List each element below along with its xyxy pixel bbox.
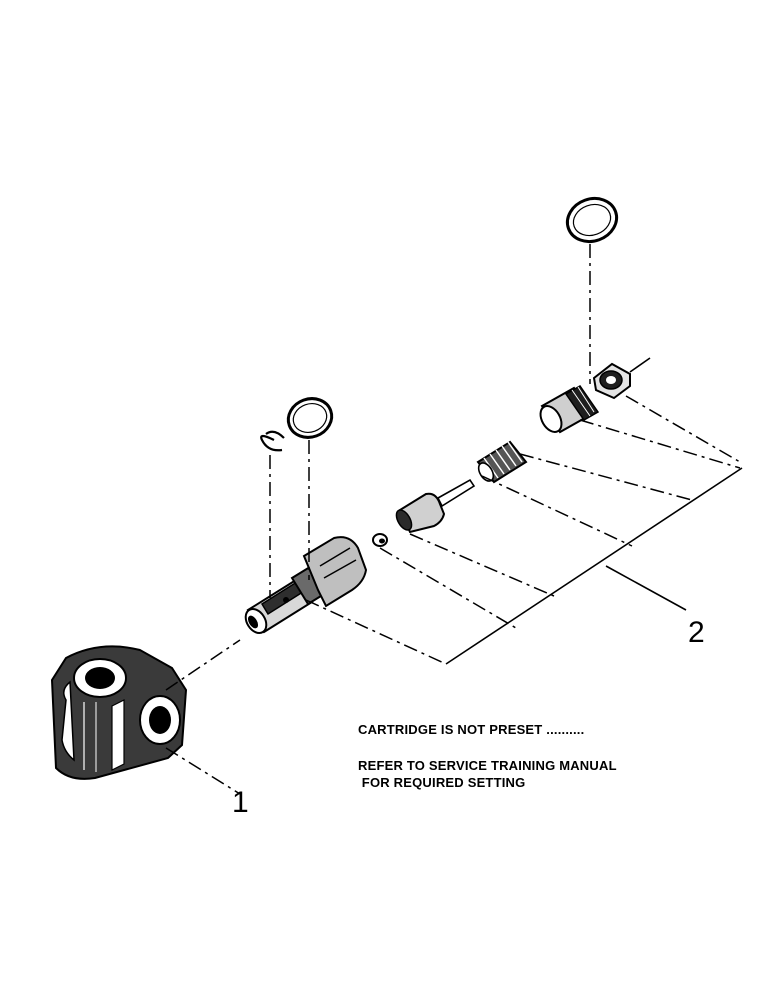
cartridge-body: [244, 536, 368, 635]
backup-ring: [260, 430, 285, 452]
note-refer-manual: REFER TO SERVICE TRAINING MANUAL: [358, 758, 617, 773]
check-ball: [372, 533, 388, 547]
callout-1-number: 1: [232, 786, 249, 819]
o-ring-plug: [565, 196, 619, 244]
assembly-lines: [165, 244, 743, 691]
callout-2-number: 2: [688, 616, 705, 649]
o-ring-cartridge: [286, 397, 334, 439]
callout-1: 1: [165, 747, 249, 819]
lock-nut: [592, 362, 631, 400]
adjusting-plug: [539, 385, 600, 434]
note-required-setting: FOR REQUIRED SETTING: [358, 775, 526, 790]
valve-housing: [50, 645, 188, 780]
spring: [476, 440, 528, 484]
note-cartridge-not-preset: CARTRIDGE IS NOT PRESET ..........: [358, 722, 585, 737]
poppet: [395, 478, 476, 534]
callout-2: 2: [605, 565, 705, 649]
